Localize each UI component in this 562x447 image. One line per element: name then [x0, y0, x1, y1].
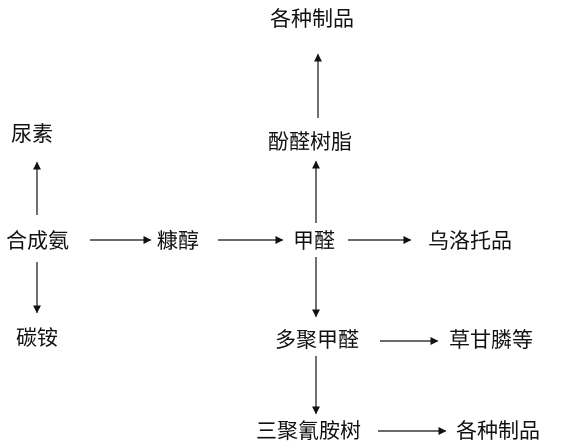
node-phenolic-resin: 酚醛树脂 — [268, 130, 352, 154]
node-urotropine: 乌洛托品 — [428, 229, 512, 253]
node-various-products-bottom: 各种制品 — [456, 419, 540, 443]
node-formaldehyde: 甲醛 — [293, 229, 335, 253]
node-furfuryl-alcohol: 糠醇 — [157, 229, 199, 253]
node-glyphosate-etc: 草甘膦等 — [449, 328, 533, 352]
node-synthetic-ammonia: 合成氨 — [6, 229, 69, 253]
node-various-products-top: 各种制品 — [270, 7, 354, 31]
node-ammonium-bicarbonate: 碳铵 — [16, 326, 58, 350]
node-paraformaldehyde: 多聚甲醛 — [275, 328, 359, 352]
node-urea: 尿素 — [11, 122, 53, 146]
node-melamine-resin: 三聚氰胺树 — [256, 419, 361, 443]
